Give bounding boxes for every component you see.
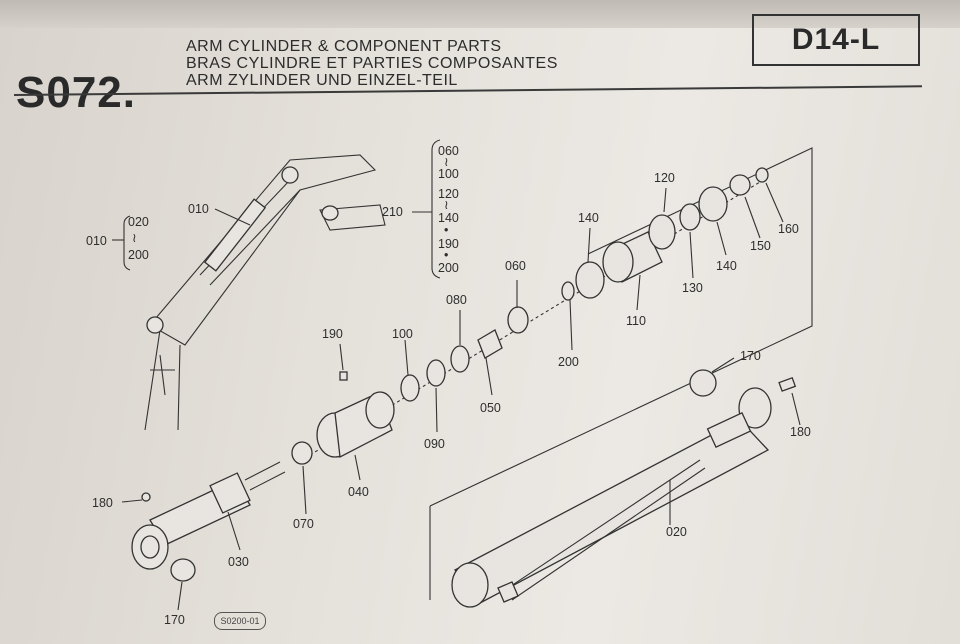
model-box: D14-L (752, 14, 920, 66)
callout-020: 020 (666, 525, 687, 539)
callout-130: 130 (682, 281, 703, 295)
callout-210-range-1: ≀ (444, 155, 449, 169)
callout-160: 160 (778, 222, 799, 236)
callout-210-range-7: 190 (438, 237, 459, 251)
section-titles: ARM CYLINDER & COMPONENT PARTS BRAS CYLI… (186, 38, 558, 89)
callout-010-left: 010 (86, 234, 107, 248)
callout-210-range-9: 200 (438, 261, 459, 275)
arm-assembly-drawing (144, 154, 386, 431)
callout-040: 040 (348, 485, 369, 499)
bracket-010 (112, 215, 131, 271)
callout-150: 150 (750, 239, 771, 253)
callout-200: 200 (558, 355, 579, 369)
callout-140-right: 140 (716, 259, 737, 273)
callout-210-range-6: • (444, 223, 448, 237)
callout-010-range-top: 020 (128, 215, 149, 229)
callout-060: 060 (505, 259, 526, 273)
callout-010-range-mid: ≀ (132, 231, 137, 245)
callout-030: 030 (228, 555, 249, 569)
callout-080: 080 (446, 293, 467, 307)
callout-170-right: 170 (740, 349, 761, 363)
callout-210-range-0: 060 (438, 144, 459, 158)
callout-010-range-bot: 200 (128, 248, 149, 262)
cylinder-head-110 (575, 167, 769, 299)
callout-210: 210 (382, 205, 403, 219)
callout-180-left: 180 (92, 496, 113, 510)
drawing-number-stamp: S0200-01 (214, 612, 266, 630)
callout-010-arm: 010 (188, 202, 209, 216)
leader-lines (121, 182, 801, 611)
callout-170-left: 170 (164, 613, 185, 627)
callout-100: 100 (392, 327, 413, 341)
seal-rings (400, 281, 575, 402)
bracket-210 (412, 139, 441, 279)
callout-210-range-8: • (444, 248, 448, 262)
callout-140-mid: 140 (578, 211, 599, 225)
callout-210-range-3: 120 (438, 187, 459, 201)
callout-210-range-2: 100 (438, 167, 459, 181)
callout-090: 090 (424, 437, 445, 451)
title-french: BRAS CYLINDRE ET PARTIES COMPOSANTES (186, 55, 558, 72)
callout-050: 050 (480, 401, 501, 415)
piston-head-040 (291, 371, 395, 465)
callout-120: 120 (654, 171, 675, 185)
callout-210-range-4: ≀ (444, 198, 449, 212)
callout-070: 070 (293, 517, 314, 531)
callout-180-right: 180 (790, 425, 811, 439)
cylinder-tube-020 (451, 369, 797, 608)
piston-rod-030 (131, 461, 286, 582)
callout-210-range-5: 140 (438, 211, 459, 225)
title-english: ARM CYLINDER & COMPONENT PARTS (186, 38, 502, 55)
callout-190: 190 (322, 327, 343, 341)
callout-labels: 010 010 020 ≀ 200 210 060 ≀ 100 120 ≀ 14… (86, 144, 811, 627)
callout-110: 110 (626, 314, 646, 328)
title-german: ARM ZYLINDER UND EINZEL-TEIL (186, 72, 458, 89)
